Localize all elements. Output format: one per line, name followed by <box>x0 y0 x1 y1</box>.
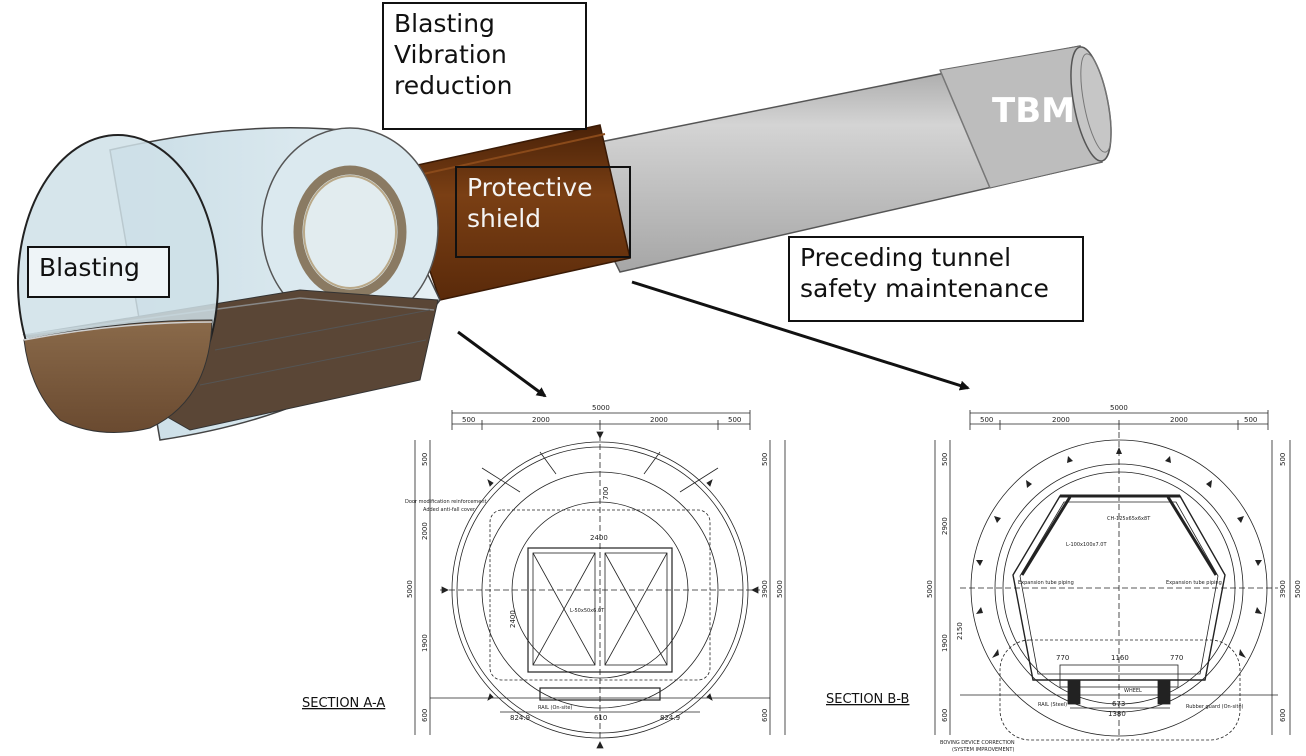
callout-line: safety maintenance <box>800 274 1049 303</box>
callout-line: Blasting <box>39 253 140 282</box>
section-b-bottom-part: 1160 <box>1111 654 1129 662</box>
section-a-left-dim: 2000 <box>421 522 429 540</box>
callout-line: Preceding tunnel <box>800 243 1012 272</box>
callout-line: Blasting <box>394 9 495 38</box>
section-b-left-dim: 500 <box>941 453 949 466</box>
section-a-left-dim: 1900 <box>421 634 429 652</box>
section-a-right-dim: 500 <box>761 453 769 466</box>
section-b-footer: BOVING DEVICE CORRECTION <box>940 740 1015 746</box>
section-b-bottom-part: 770 <box>1056 654 1069 662</box>
section-a-top-part: 500 <box>462 416 475 424</box>
section-a-right-dim: 3900 <box>761 580 769 598</box>
section-b-footer: (SYSTEM IMPROVEMENT) <box>952 747 1014 753</box>
section-a-left-dim: 500 <box>421 453 429 466</box>
section-a-inner-width: 2400 <box>590 534 608 542</box>
section-b-top-part: 500 <box>980 416 993 424</box>
section-b-right-dim: 500 <box>1279 453 1287 466</box>
section-a-right-dim: 600 <box>761 709 769 722</box>
section-a-labels: 5000 500 2000 2000 500 500 2000 5000 190… <box>302 404 784 722</box>
section-b-wheel: WHEEL <box>1124 688 1142 694</box>
section-a-bottom-dim: 824.9 <box>660 714 680 722</box>
section-b-right-dim: 3900 <box>1279 580 1287 598</box>
callout-line: Vibration <box>394 40 507 69</box>
section-b-top-part: 2000 <box>1052 416 1070 424</box>
section-b-channel: CH-125x65x6x8T <box>1107 516 1151 522</box>
section-b-rail: RAIL (Steel) <box>1038 702 1067 708</box>
section-b-left-dim: 1900 <box>941 634 949 652</box>
section-b-right-dim: 5000 <box>1294 580 1302 598</box>
tbm-label: TBM <box>992 91 1075 131</box>
section-a-bottom-dim: 610 <box>594 714 607 722</box>
section-a-note: Door modification reinforcement <box>405 499 487 505</box>
section-a-note: Added anti-fall cover <box>423 507 476 513</box>
section-b-angle: L-100x100x7.0T <box>1066 542 1107 548</box>
section-b-inner-dim: 673 <box>1112 700 1125 708</box>
section-b-right-dim: 600 <box>1279 709 1287 722</box>
arrow-to-section-a <box>457 330 547 398</box>
section-a-left-dim: 5000 <box>406 580 414 598</box>
preceding-tunnel-callout: Preceding tunnel safety maintenance <box>788 236 1084 322</box>
section-a-top-part: 2000 <box>650 416 668 424</box>
section-a-top-total: 5000 <box>592 404 610 412</box>
section-b-left-dim: 600 <box>941 709 949 722</box>
section-b-labels: 5000 500 2000 2000 500 500 2900 5000 215… <box>826 404 1302 753</box>
tbm-cylinder: TBM <box>558 45 1112 273</box>
section-b-left-dim: 2900 <box>941 517 949 535</box>
protective-shield-callout: Protective shield <box>455 166 631 258</box>
section-b-piping-left: Expansion tube piping <box>1018 580 1074 586</box>
section-b-top-total: 5000 <box>1110 404 1128 412</box>
section-a-bottom-dim: 824.9 <box>510 714 530 722</box>
section-a-right-dim: 5000 <box>776 580 784 598</box>
section-b-bottom-part: 770 <box>1170 654 1183 662</box>
section-b-inner-dim: 1380 <box>1108 710 1126 718</box>
section-b-rubber: Rubber guard (On-site) <box>1186 704 1244 710</box>
section-b-top-part: 2000 <box>1170 416 1188 424</box>
section-a-crown: 700 <box>602 487 610 500</box>
section-a-member: L-50x50x6.0T <box>570 608 605 614</box>
section-a-drawing <box>414 410 786 749</box>
section-b-left-dim: 5000 <box>926 580 934 598</box>
section-b-title: SECTION B-B <box>826 692 909 707</box>
section-a-title: SECTION A-A <box>302 696 385 711</box>
section-a-top-part: 500 <box>728 416 741 424</box>
callout-line: Protective <box>467 173 593 202</box>
blasting-callout: Blasting <box>27 246 170 298</box>
section-b-left-dim: 2150 <box>956 622 964 640</box>
arrow-to-section-b <box>631 280 970 391</box>
section-b-top-part: 500 <box>1244 416 1257 424</box>
section-a-inner-height: 2400 <box>509 610 517 628</box>
section-a-rail: RAIL (On-site) <box>538 705 572 711</box>
section-a-left-dim: 600 <box>421 709 429 722</box>
blasting-vibration-callout: Blasting Vibration reduction <box>382 2 587 130</box>
section-b-piping-right: Expansion tube piping <box>1166 580 1222 586</box>
section-b-drawing <box>934 410 1291 741</box>
section-a-top-part: 2000 <box>532 416 550 424</box>
callout-line: shield <box>467 204 542 233</box>
callout-line: reduction <box>394 71 513 100</box>
